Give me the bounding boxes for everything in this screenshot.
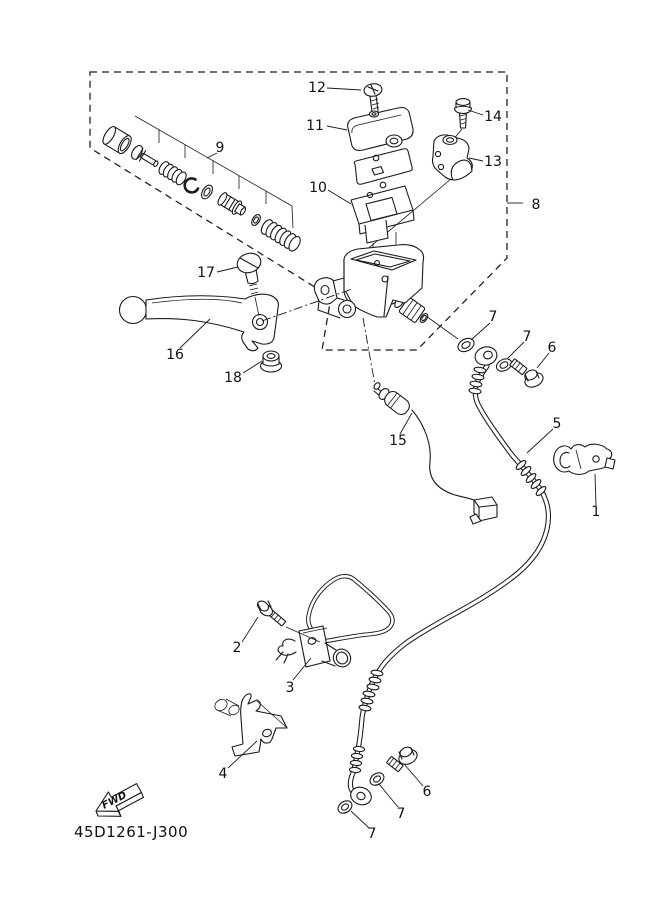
part-17-pivot-screw (236, 252, 262, 317)
piston-cups (217, 192, 247, 216)
part-3-hose-clamp (275, 625, 352, 668)
callout-5: 5 (553, 416, 562, 432)
callout-7-upper-2: 7 (523, 329, 532, 345)
part-6-banjo-bolt-lower (386, 746, 418, 772)
spring-small (158, 161, 187, 186)
callout-7-lower-2: 7 (368, 826, 377, 842)
fwd-arrow: FWD (95, 783, 144, 817)
callout-2: 2 (233, 640, 242, 656)
part-2-clamp-screw (256, 600, 321, 643)
callout-11: 11 (306, 118, 324, 134)
part-6-banjo-bolt-upper (509, 358, 544, 388)
callout-18: 18 (224, 370, 242, 386)
callout-6-upper: 6 (548, 340, 557, 356)
callout-labels: 12 11 14 13 9 10 8 17 16 18 7 7 6 5 15 1… (166, 80, 600, 842)
callout-4: 4 (219, 766, 228, 782)
lower-banjo-eye (350, 786, 372, 806)
spring-long (260, 219, 301, 252)
callout-9: 9 (216, 140, 225, 156)
callout-17: 17 (197, 265, 215, 281)
callout-13: 13 (484, 154, 502, 170)
group-boundary-box (89, 71, 523, 351)
callout-12: 12 (308, 80, 326, 96)
circlip (183, 177, 200, 194)
callout-7-upper-1: 7 (489, 309, 498, 325)
washer-kit (200, 184, 214, 200)
part-5-brake-hose (347, 363, 551, 795)
part-11-reservoir-cap (347, 106, 414, 152)
callout-1: 1 (592, 504, 601, 520)
part-7-washer-lower-1 (369, 772, 385, 786)
callout-6-lower: 6 (423, 784, 432, 800)
part-4-bracket (214, 693, 288, 757)
part-16-brake-lever (118, 293, 279, 352)
part-7-washer-upper-2 (495, 358, 513, 372)
callout-16: 16 (166, 347, 184, 363)
upper-banjo-eye (474, 346, 498, 366)
part-1-hose-holder (553, 443, 616, 475)
part-7-washer-lower-2 (337, 800, 353, 814)
part-7-washer-upper-1 (457, 337, 475, 353)
callout-3: 3 (286, 680, 295, 696)
part-18-pivot-nut (259, 350, 283, 373)
part-10-diaphragm (350, 185, 415, 254)
reservoir-plate (353, 148, 413, 189)
callout-15: 15 (389, 433, 407, 449)
callout-14: 14 (484, 109, 502, 125)
leader-lines (179, 87, 597, 829)
master-cylinder-body (313, 244, 429, 323)
switch-connector (469, 496, 498, 525)
part-15-brake-switch (362, 317, 498, 525)
part-9-comb-bracket (134, 115, 294, 229)
hose-collar-rings (348, 366, 547, 774)
lever-pivot-axis (261, 288, 353, 322)
part-9-piston-kit (102, 125, 301, 252)
diagram-code: 45D1261-J300 (74, 823, 188, 841)
switch-wire (411, 409, 479, 503)
outlet-axis-line (425, 315, 459, 340)
part-12-cap-screw (363, 83, 383, 113)
part-13-handlebar-clamp (431, 134, 473, 181)
hose-service-loop (306, 574, 395, 644)
part-14-clamp-bolt (453, 98, 473, 129)
callout-8: 8 (532, 197, 541, 213)
callout-7-lower-1: 7 (397, 806, 406, 822)
callout-10: 10 (309, 180, 327, 196)
cup-washer (251, 214, 261, 226)
